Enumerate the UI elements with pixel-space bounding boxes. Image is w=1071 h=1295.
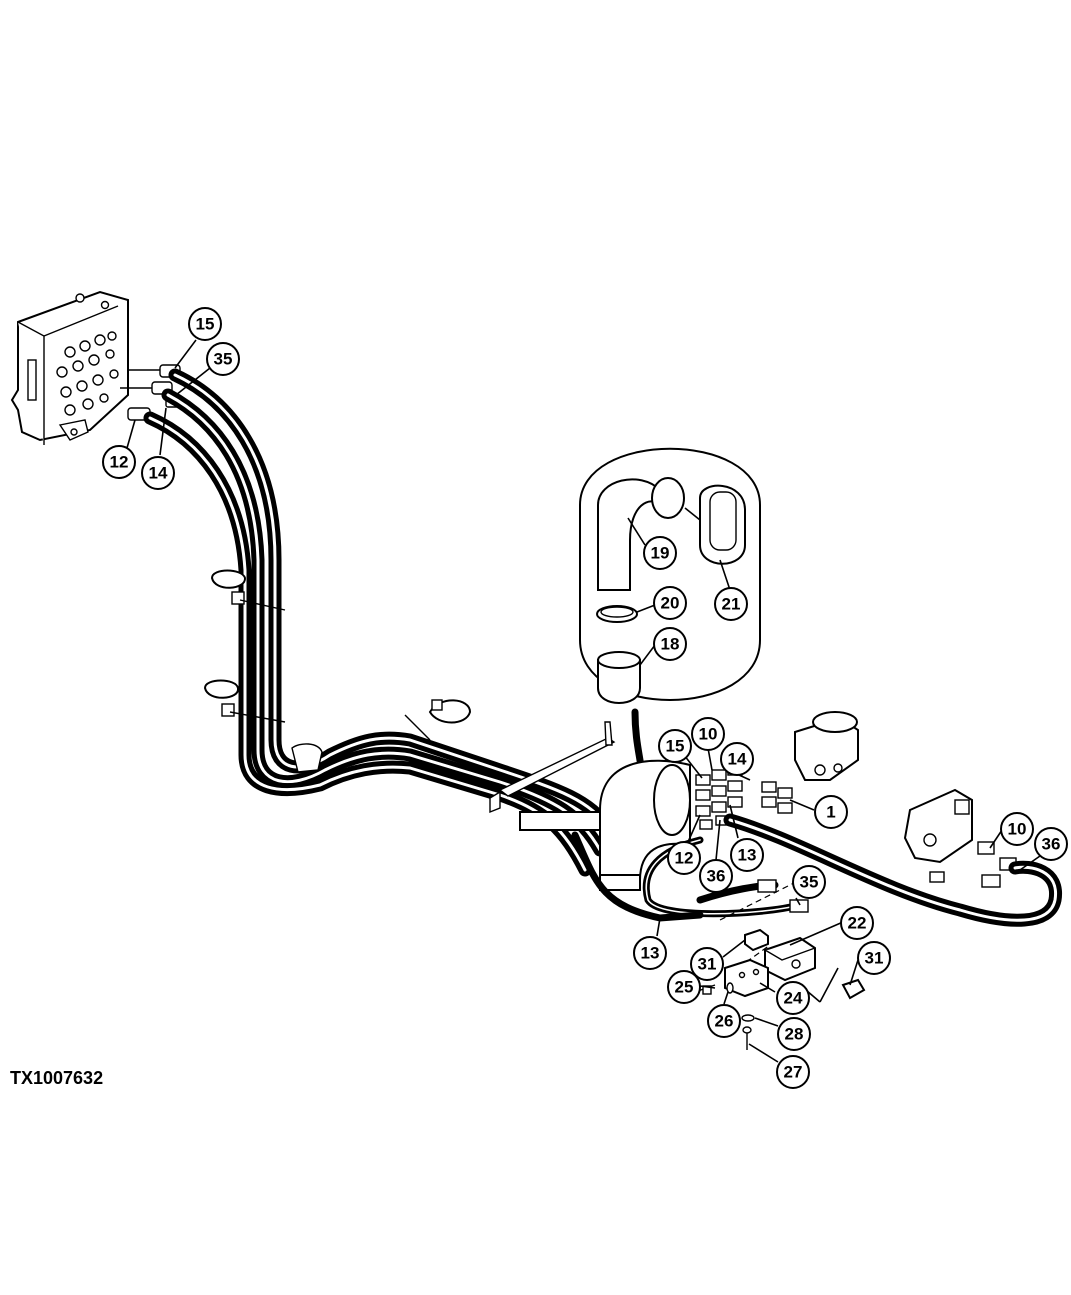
svg-text:36: 36 [707, 867, 726, 886]
callout-21: 21 [714, 587, 748, 621]
svg-text:21: 21 [722, 595, 741, 614]
callout-27: 27 [776, 1055, 810, 1089]
svg-text:12: 12 [675, 849, 694, 868]
callout-14a: 14 [141, 456, 175, 490]
callout-26: 26 [707, 1004, 741, 1038]
svg-text:36: 36 [1042, 835, 1061, 854]
callout-31a: 31 [690, 947, 724, 981]
svg-text:13: 13 [738, 846, 757, 865]
detail-inset [579, 447, 761, 784]
svg-text:27: 27 [784, 1063, 803, 1082]
callout-13a: 13 [730, 838, 764, 872]
elbow-boot [599, 759, 691, 891]
lower-hose [571, 831, 809, 969]
svg-text:31: 31 [698, 955, 717, 974]
main-hose-bundle [143, 368, 617, 877]
callout-35a: 35 [206, 342, 240, 376]
svg-text:20: 20 [661, 594, 680, 613]
control-valve-block [10, 290, 129, 445]
svg-text:1: 1 [826, 803, 835, 822]
callout-15b: 15 [658, 729, 692, 763]
callout-14b: 14 [720, 742, 754, 776]
callout-1: 1 [814, 795, 848, 829]
callout-31b: 31 [857, 941, 891, 975]
svg-text:26: 26 [715, 1012, 734, 1031]
callout-15a: 15 [188, 307, 222, 341]
svg-text:35: 35 [214, 350, 233, 369]
svg-text:35: 35 [800, 873, 819, 892]
svg-text:28: 28 [785, 1025, 804, 1044]
callout-12b: 12 [667, 841, 701, 875]
svg-text:10: 10 [1008, 820, 1027, 839]
callout-22: 22 [840, 906, 874, 940]
svg-text:19: 19 [651, 544, 670, 563]
callout-13b: 13 [633, 936, 667, 970]
svg-text:15: 15 [666, 737, 685, 756]
callout-10b: 10 [1000, 812, 1034, 846]
manifold-hardware [694, 928, 866, 1050]
pilot-valve-1 [761, 711, 859, 814]
svg-text:14: 14 [728, 750, 747, 769]
svg-text:25: 25 [675, 978, 694, 997]
svg-text:24: 24 [784, 989, 803, 1008]
svg-text:31: 31 [865, 949, 884, 968]
callout-19: 19 [643, 536, 677, 570]
right-hose-loop [642, 813, 1062, 927]
pilot-valve-2 [903, 788, 1017, 888]
callout-36b: 36 [1034, 827, 1068, 861]
svg-text:22: 22 [848, 914, 867, 933]
callout-20: 20 [653, 586, 687, 620]
svg-text:12: 12 [110, 453, 129, 472]
svg-text:13: 13 [641, 944, 660, 963]
document-id: TX1007632 [10, 1068, 104, 1088]
callout-10a: 10 [691, 717, 725, 751]
hose-clamps [203, 569, 472, 773]
callout-18: 18 [653, 627, 687, 661]
svg-text:18: 18 [661, 635, 680, 654]
callout-24: 24 [776, 981, 810, 1015]
callout-28: 28 [777, 1017, 811, 1051]
callout-35b: 35 [792, 865, 826, 899]
callout-25: 25 [667, 970, 701, 1004]
callout-36a: 36 [699, 859, 733, 893]
svg-text:15: 15 [196, 315, 215, 334]
svg-text:10: 10 [699, 725, 718, 744]
callout-12a: 12 [102, 445, 136, 479]
svg-text:14: 14 [149, 464, 168, 483]
